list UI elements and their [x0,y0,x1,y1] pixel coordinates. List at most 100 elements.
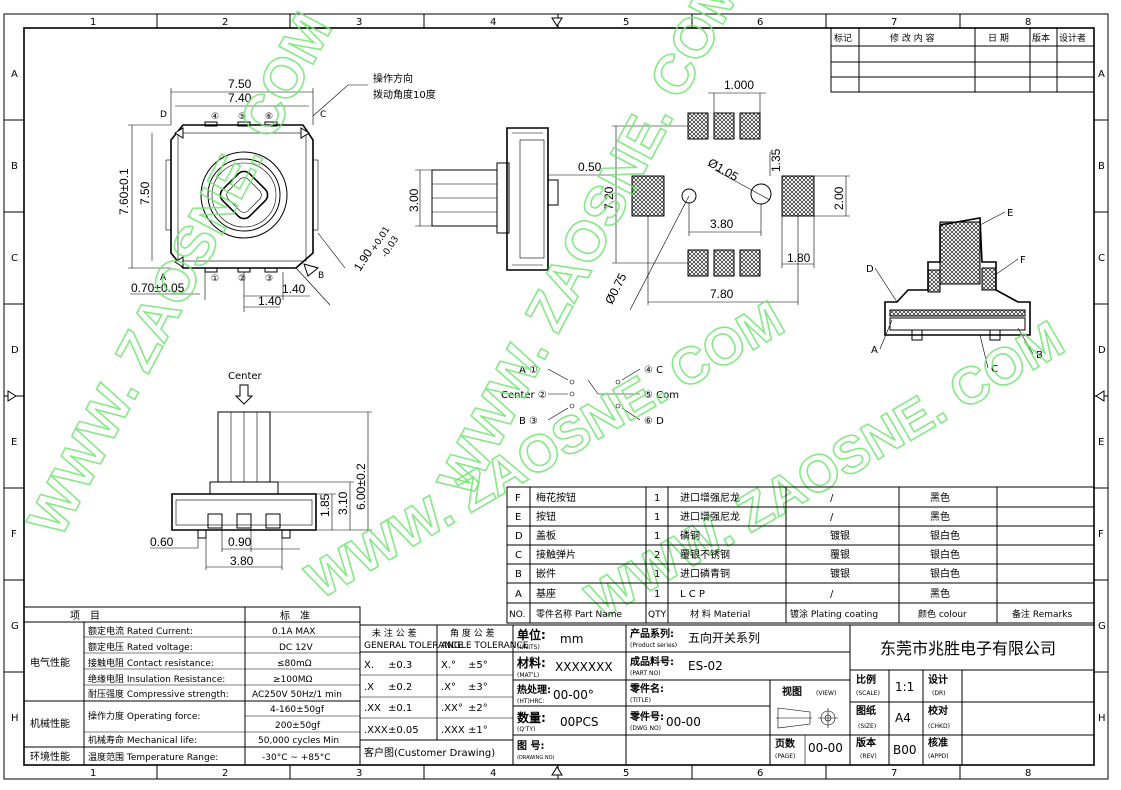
svg-text:①: ① [211,274,219,284]
bom-cell: 黑色 [930,510,950,523]
svg-text:≥100MΩ: ≥100MΩ [273,675,312,685]
cross-section: E F D A B C [866,208,1043,375]
tolerance-table: 未 注 公 差 GENERAL TOLERANCE 角 度 公 差 ANGLE … [359,624,529,766]
svg-text:00-00: 00-00 [666,715,701,729]
svg-text:(TITLE): (TITLE) [630,697,651,704]
svg-text:视图: 视图 [782,685,802,698]
svg-text:数量:: 数量: [517,710,546,725]
svg-text:7.40: 7.40 [228,91,252,105]
svg-text:⑥ D: ⑥ D [644,416,664,427]
svg-text:1.85: 1.85 [318,493,332,517]
revision-table: 标记 修 改 内 容 日 期 版本 设计者 [830,27,1095,93]
svg-text:±0.05: ±0.05 [388,725,419,736]
svg-text:00PCS: 00PCS [560,715,599,729]
svg-text:3.10: 3.10 [336,491,350,515]
bom-cell: 银白色 [930,548,960,561]
bom-cell: F [515,493,521,504]
svg-text:D: D [866,264,874,275]
svg-text:±1°: ±1° [468,725,488,736]
bom-cell: 1 [654,493,660,504]
svg-text:标 准: 标 准 [280,610,310,622]
svg-text:温度范围 Temperature Range:: 温度范围 Temperature Range: [88,751,218,763]
bom-table [506,486,1095,624]
svg-text:(HT)HRC:: (HT)HRC: [517,698,544,705]
bom-header-cell: 材 料 Material [690,608,750,620]
svg-text:A: A [160,273,167,283]
bom-cell: 1 [654,589,660,600]
svg-text:设计: 设计 [928,673,948,686]
svg-text:7.60±0.1: 7.60±0.1 [117,168,131,215]
bom-cell: 2 [654,550,660,561]
bom-header-cell: 零件名称 Part Name [536,608,623,620]
svg-text:3.80: 3.80 [710,217,734,231]
svg-text:耐压强度 Compressive strength:: 耐压强度 Compressive strength: [88,688,229,700]
svg-text:G: G [11,621,19,632]
svg-text:版本: 版本 [856,736,877,749]
svg-text:单位:: 单位: [517,627,546,642]
row-markers: AB CD EF GH AB CD EF GH [4,69,1108,724]
svg-text:7.50: 7.50 [228,77,252,91]
svg-text:A: A [871,345,878,356]
svg-text:(CHKD): (CHKD) [928,723,950,730]
svg-text:Ø0.75: Ø0.75 [602,271,629,307]
svg-text:成品料号:: 成品料号: [630,655,674,668]
svg-text:未 注 公 差: 未 注 公 差 [372,627,417,639]
svg-text:DC 12V: DC 12V [279,643,314,653]
bom-cell: A [515,589,522,600]
bom-cell: 覆银 [830,548,850,561]
svg-text:B: B [11,161,18,172]
svg-text:7.20: 7.20 [602,186,616,210]
svg-text:8: 8 [1025,17,1031,28]
svg-text:mm: mm [560,632,583,646]
svg-text:ANGLE TOLERANCE: ANGLE TOLERANCE [441,641,529,651]
bom-cell: 进口磷青铜 [680,567,730,580]
svg-text:4-160±50gf: 4-160±50gf [270,705,325,715]
svg-text:版本: 版本 [1032,32,1050,44]
front-view: Center 6.00±0.2 3.10 1.85 0.60 0.90 3.80 [150,371,372,570]
top-view: 7.50 7.40 ④ ⑤ ⑥ D C A B 7.60±0.1 7.50 0.… [117,72,436,312]
bom-cell: 黑色 [930,491,950,504]
bom-cell: 银白色 [930,529,960,542]
svg-text:④ C: ④ C [644,365,663,376]
svg-text:(VIEW): (VIEW) [816,690,836,697]
svg-text:1.80: 1.80 [787,251,811,265]
svg-text:6: 6 [757,768,763,779]
svg-text:额定电流 Rated Current:: 额定电流 Rated Current: [88,625,193,637]
svg-text:ES-02: ES-02 [688,659,723,673]
svg-text:A: A [1098,69,1105,80]
svg-text:4: 4 [490,768,496,779]
svg-text:E: E [11,437,17,448]
svg-text:3.80: 3.80 [230,554,254,568]
svg-text:标记: 标记 [834,32,852,44]
svg-text:5: 5 [623,768,629,779]
bom-header-cell: 镀涂 Plating coating [790,608,878,620]
svg-text:.XX°: .XX° [441,703,463,714]
svg-text:修 改 内 容: 修 改 内 容 [890,32,935,44]
svg-text:③: ③ [265,274,273,284]
svg-text:页数: 页数 [775,737,796,750]
svg-text:≤80mΩ: ≤80mΩ [277,659,312,669]
bom-cell: C [515,550,522,561]
svg-text:机械性能: 机械性能 [30,717,70,730]
svg-text:H: H [1098,713,1106,724]
bom-cell: 镀银 [830,529,850,542]
svg-text:00-00°: 00-00° [553,688,594,702]
svg-text:±0.3: ±0.3 [388,660,412,671]
svg-text:50,000 cycles Min: 50,000 cycles Min [258,736,339,746]
svg-text:(MAT'L): (MAT'L) [517,672,539,679]
svg-text:XXXXXXX: XXXXXXX [555,660,613,674]
svg-text:.X: .X [364,682,374,693]
svg-text:(SCALE): (SCALE) [856,690,880,697]
svg-text:图 号:: 图 号: [517,740,544,752]
svg-text:五向开关系列: 五向开关系列 [688,630,760,645]
svg-text:项 目: 项 目 [70,610,100,622]
svg-text:⑥: ⑥ [265,112,273,122]
bom-cell: 银白色 [930,567,960,580]
title-block: 单位: (UNITS) mm 产品系列: (Product series) 五向… [512,624,1095,766]
svg-text:AC250V 50Hz/1 min: AC250V 50Hz/1 min [252,690,342,700]
svg-text:X.°: X.° [441,660,456,671]
svg-text:G: G [1098,621,1106,632]
svg-text:D: D [160,110,167,120]
svg-text:1.40: 1.40 [282,282,306,296]
